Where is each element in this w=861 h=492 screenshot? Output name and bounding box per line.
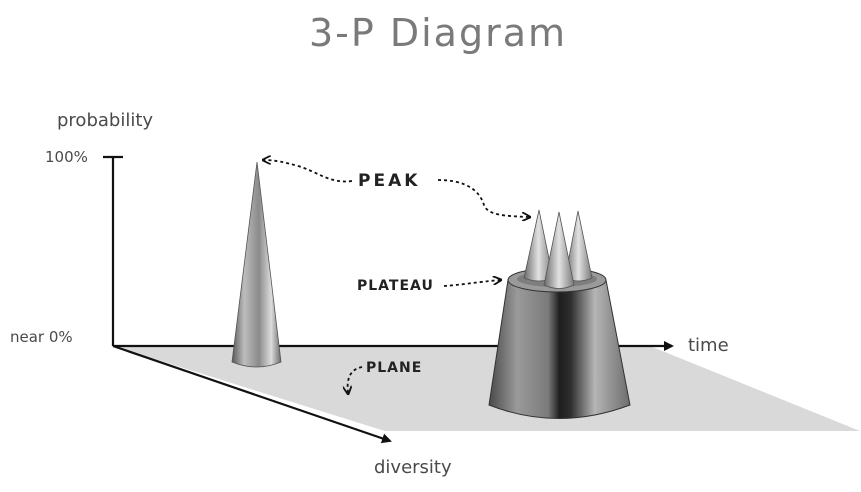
plateau-arrow [443,280,500,287]
plateau-cylinder [488,267,631,419]
plateau-spikes [523,209,593,289]
plane-callout-label: PLANE [366,360,422,376]
plane-arrow [348,366,363,393]
probability-axis-label: probability [57,110,153,131]
diversity-axis [112,344,392,444]
diversity-axis-label: diversity [374,457,452,478]
plateau-callout-label: PLATEAU [357,278,434,294]
probability-tick-100-label: 100% [45,148,88,166]
time-axis-label: time [688,335,729,356]
peak-cone [231,161,282,368]
diagram-title: 3-P Diagram [309,11,567,55]
plane-surface [113,346,860,431]
peak-callout-label: PEAK [358,171,420,191]
probability-tick-near-zero-label: near 0% [10,328,73,346]
peak-arrow-right [437,179,529,217]
peak-arrow-left [264,160,353,183]
